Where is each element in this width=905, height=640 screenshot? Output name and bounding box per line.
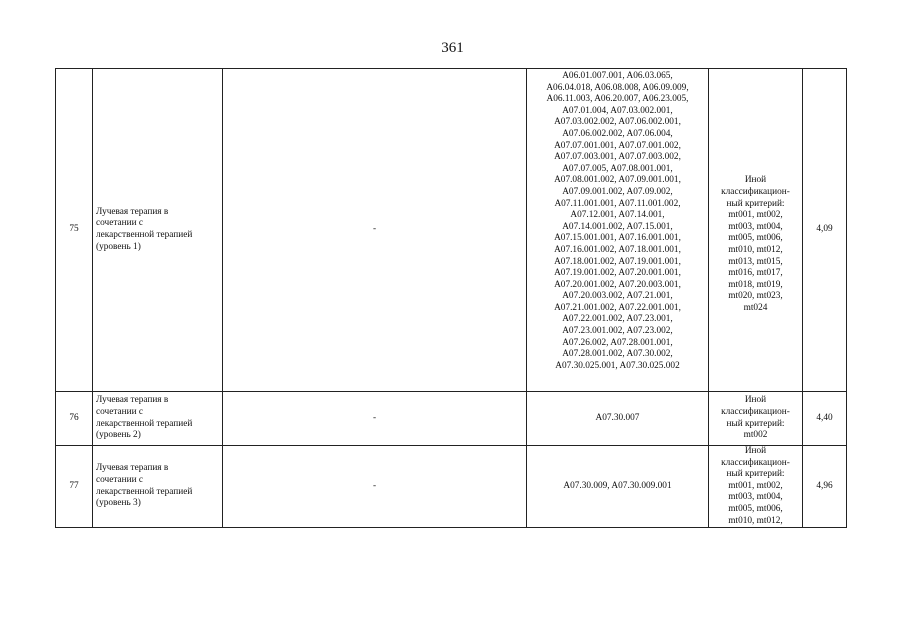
text-line: mt003, mt004,: [728, 221, 783, 232]
page-number: 361: [441, 40, 464, 56]
text-line: mt013, mt015,: [728, 256, 783, 267]
group-name: Лучевая терапия в сочетании с лекарствен…: [92, 391, 223, 446]
text-line: mt005, mt006,: [728, 233, 783, 244]
text-line: лекарственной терапией: [96, 486, 193, 497]
text-line: A07.12.001, A07.14.001,: [570, 210, 665, 221]
service-codes: A06.01.007.001, A06.03.065, A06.04.018, …: [526, 68, 709, 392]
text-line: A07.26.002, A07.28.001.001,: [562, 337, 673, 348]
text-line: A07.01.004, A07.03.002.001,: [562, 105, 673, 116]
diagnosis-codes: -: [222, 444, 527, 529]
coefficient: 4,09: [802, 68, 847, 392]
service-codes: A07.30.009, A07.30.009.001: [526, 444, 709, 529]
text-line: (уровень 3): [96, 498, 141, 509]
text-line: A07.06.002.002, A07.06.004,: [562, 128, 673, 139]
text-line: A07.23.001.002, A07.23.002,: [562, 326, 673, 337]
text-line: A07.03.002.002, A07.06.002.001,: [554, 117, 681, 128]
text-line: A07.22.001.002, A07.23.001,: [562, 314, 673, 325]
service-codes: A07.30.007: [526, 391, 709, 446]
coefficient: 4,96: [802, 444, 847, 529]
text-line: классификацион-: [721, 457, 790, 468]
coefficient: 4,40: [802, 391, 847, 446]
text-line: Лучевая терапия в: [96, 463, 169, 474]
classification-criteria: Иной классификацион- ный критерий: mt001…: [708, 68, 803, 392]
tariff-table: 75 Лучевая терапия в сочетании с лекарст…: [55, 68, 847, 529]
table-row: 76 Лучевая терапия в сочетании с лекарст…: [55, 391, 847, 446]
text-line: mt024: [743, 302, 768, 313]
text-line: mt010, mt012,: [728, 245, 783, 255]
text-line: классификацион-: [721, 187, 790, 198]
text-line: A07.18.001.002, A07.19.001.001,: [554, 256, 681, 267]
text-line: mt001, mt002,: [728, 210, 783, 221]
text-line: mt010, mt012,: [728, 515, 783, 526]
text-line: mt001, mt002,: [728, 480, 783, 491]
text-line: лекарственной терапией: [96, 418, 193, 429]
text-line: A07.16.001.002, A07.18.001.001,: [554, 244, 681, 255]
text-line: mt005, mt006,: [728, 503, 783, 514]
text-line: сочетании с: [96, 406, 144, 417]
text-line: mt020, mt023,: [728, 291, 783, 302]
text-line: A07.09.001.002, A07.09.002,: [562, 186, 673, 197]
text-line: A07.08.001.002, A07.09.001.001,: [554, 175, 681, 186]
diagnosis-codes: -: [222, 68, 527, 392]
diagnosis-codes: -: [222, 391, 527, 446]
text-line: A07.15.001.001, A07.16.001.001,: [554, 233, 681, 244]
text-line: Иной: [744, 446, 767, 456]
text-line: A06.04.018, A06.08.008, A06.09.009,: [546, 82, 689, 93]
text-line: классификацион-: [721, 406, 790, 417]
text-line: A07.19.001.002, A07.20.001.001,: [554, 268, 681, 279]
text-line: Лучевая терапия в: [96, 395, 169, 406]
text-line: A07.11.001.001, A07.11.001.002,: [554, 198, 681, 209]
text-line: Иной: [744, 175, 767, 186]
text-line: A07.28.001.002, A07.30.002,: [562, 349, 673, 360]
text-line: mt016, mt017,: [728, 268, 783, 279]
text-line: A06.11.003, A06.20.007, A06.23.005,: [546, 94, 689, 105]
table-row: 77 Лучевая терапия в сочетании с лекарст…: [55, 444, 847, 529]
text-line: A06.01.007.001, A06.03.065,: [562, 71, 673, 81]
text-line: A07.07.003.001, A07.07.003.002,: [554, 152, 681, 163]
classification-criteria: Иной классификацион- ный критерий: mt002: [708, 391, 803, 446]
text-line: (уровень 1): [96, 241, 141, 252]
text-line: A07.07.001.001, A07.07.001.002,: [554, 140, 681, 151]
text-line: A07.30.007: [595, 412, 640, 423]
text-line: сочетании с: [96, 218, 144, 229]
text-line: A07.20.003.002, A07.21.001,: [562, 291, 673, 302]
text-line: mt003, mt004,: [728, 492, 783, 503]
text-line: Лучевая терапия в: [96, 206, 169, 217]
row-number: 75: [55, 68, 93, 392]
group-name: Лучевая терапия в сочетании с лекарствен…: [92, 444, 223, 529]
text-line: mt018, mt019,: [728, 279, 783, 290]
text-line: (уровень 2): [96, 430, 141, 441]
text-line: Иной: [744, 395, 767, 406]
text-line: mt002: [743, 430, 768, 441]
text-line: A07.30.025.001, A07.30.025.002: [555, 360, 680, 371]
text-line: A07.30.009, A07.30.009.001: [563, 480, 672, 491]
text-line: лекарственной терапией: [96, 230, 193, 240]
text-line: A07.14.001.002, A07.15.001,: [562, 221, 673, 232]
table-row: 75 Лучевая терапия в сочетании с лекарст…: [55, 68, 847, 392]
group-name: Лучевая терапия в сочетании с лекарствен…: [92, 68, 223, 392]
text-line: ный критерий:: [726, 418, 785, 429]
row-number: 77: [55, 444, 93, 529]
text-line: ный критерий:: [726, 198, 785, 209]
text-line: ный критерий:: [726, 469, 785, 480]
text-line: A07.07.005, A07.08.001.001,: [562, 163, 673, 174]
text-line: сочетании с: [96, 474, 144, 485]
text-line: A07.21.001.002, A07.22.001.001,: [554, 302, 681, 313]
text-line: A07.20.001.002, A07.20.003.001,: [554, 279, 681, 290]
row-number: 76: [55, 391, 93, 446]
classification-criteria: Иной классификацион- ный критерий: mt001…: [708, 444, 803, 529]
